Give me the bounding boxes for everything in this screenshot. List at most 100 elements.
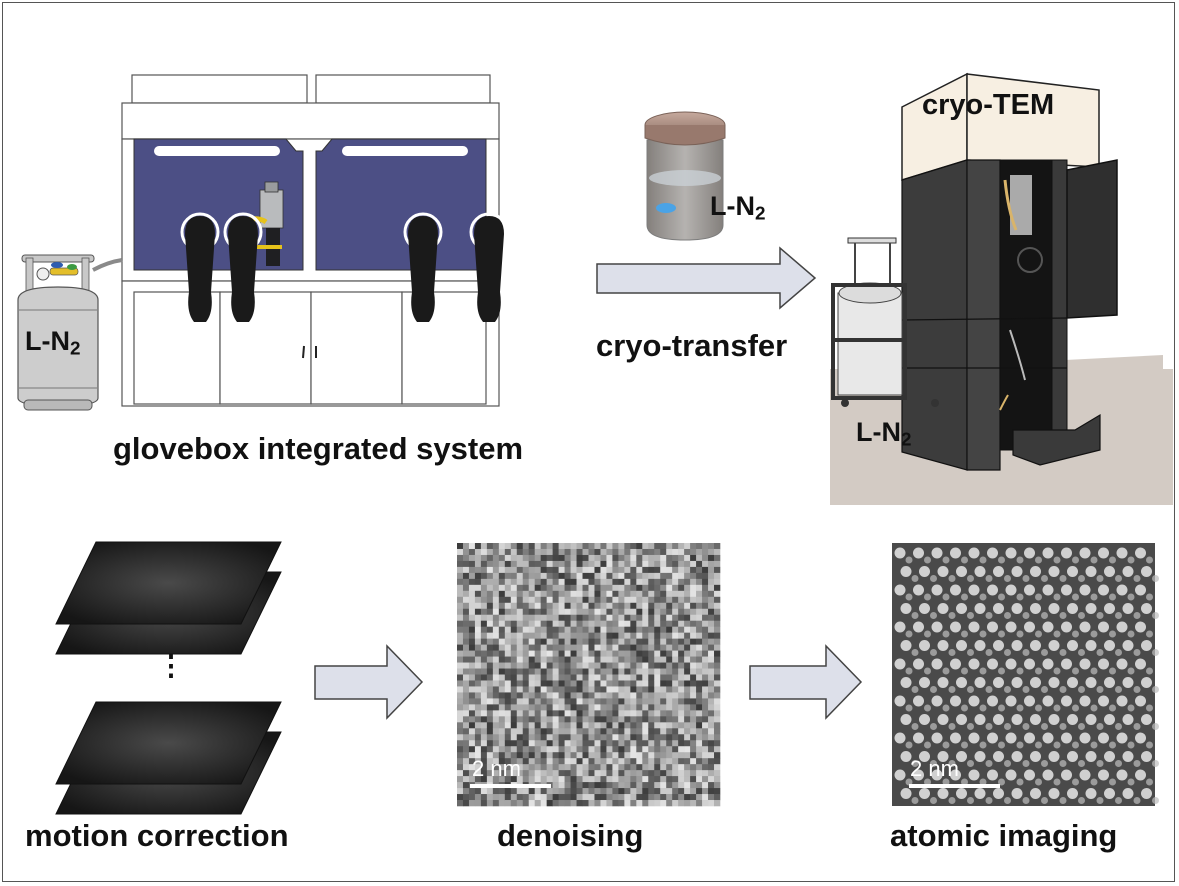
atom-column	[1042, 658, 1054, 670]
atom-column	[1141, 566, 1152, 577]
atom-column	[937, 714, 949, 725]
atom-column	[900, 677, 912, 688]
atom-column	[894, 695, 906, 707]
atom-column	[1030, 566, 1041, 577]
cryo-tem	[830, 72, 1173, 505]
atom-column	[1116, 769, 1128, 781]
cryo-transfer-vessel	[644, 111, 726, 241]
atom-column	[900, 603, 912, 614]
glove-ports	[180, 212, 509, 322]
atom-column	[1061, 732, 1072, 744]
atom-column	[956, 788, 967, 799]
atom-column	[1141, 640, 1152, 651]
atom-column	[1085, 677, 1097, 688]
atom-column	[913, 769, 924, 781]
atom-column	[919, 566, 930, 577]
atom-column	[1030, 603, 1041, 614]
atom-column	[1122, 640, 1134, 651]
glovebox-window-right	[315, 138, 487, 271]
atom-column	[913, 621, 924, 633]
cryo-tem-title: cryo-TEM	[922, 89, 1055, 121]
atom-column	[1030, 714, 1041, 725]
atom-column	[956, 603, 967, 614]
atom-column	[900, 788, 912, 799]
atom-column	[1098, 732, 1109, 744]
denoise-scalebar-label: 2 nm	[472, 756, 521, 781]
atom-column	[950, 658, 961, 670]
vessel-label: L-N2	[710, 191, 766, 225]
atom-column	[1104, 788, 1115, 799]
arrow-cryo-transfer	[596, 246, 817, 310]
atom-column	[931, 547, 943, 559]
atom-column	[894, 584, 906, 596]
atom-column	[993, 640, 1004, 651]
atom-column	[956, 677, 967, 688]
atom-column	[1011, 603, 1023, 614]
atom-column	[1061, 695, 1072, 707]
atom-column	[1005, 621, 1017, 633]
atomic-image	[892, 543, 1159, 806]
atom-column	[950, 621, 961, 633]
glove	[185, 216, 215, 322]
atom-column	[1098, 658, 1109, 670]
atom-column	[937, 788, 949, 799]
atom-column	[1135, 658, 1146, 670]
atom-column	[1098, 695, 1109, 707]
denoising-caption: denoising	[497, 818, 644, 853]
atom-column	[968, 621, 980, 633]
atom-column	[1005, 584, 1017, 596]
atom-column	[1067, 788, 1078, 799]
atom-column	[993, 788, 1004, 799]
atom-column	[1011, 714, 1023, 725]
glovebox-caption: glovebox integrated system	[113, 431, 524, 466]
atom-column	[987, 658, 998, 670]
atom-column	[1061, 584, 1072, 596]
glove	[228, 216, 258, 322]
atom-column	[974, 788, 986, 799]
atom-column	[1067, 751, 1078, 762]
atom-column	[919, 714, 930, 725]
atom-column	[931, 732, 943, 744]
atomic-scalebar-label: 2 nm	[910, 756, 959, 781]
atom-column	[1042, 732, 1054, 744]
atom-column	[900, 751, 912, 762]
atom-column	[919, 603, 930, 614]
atom-column	[1104, 677, 1115, 688]
atom-column	[1085, 566, 1097, 577]
atom-column	[913, 547, 924, 559]
atom-column	[1135, 769, 1146, 781]
atom-column	[1141, 603, 1152, 614]
atom-column	[1067, 677, 1078, 688]
atom-column	[919, 640, 930, 651]
atom-column	[1005, 732, 1017, 744]
arrow-denoise-to-atomic	[749, 644, 863, 720]
atom-column	[1079, 769, 1091, 781]
atom-column	[1141, 714, 1152, 725]
atom-column	[1005, 658, 1017, 670]
atom-column	[1079, 547, 1091, 559]
atom-column	[968, 658, 980, 670]
atom-column	[1116, 695, 1128, 707]
atom-column	[1122, 751, 1134, 762]
atom-column	[913, 695, 924, 707]
atom-column	[1079, 621, 1091, 633]
frame-ellipsis: ⋮	[157, 650, 185, 681]
atom-column	[1104, 603, 1115, 614]
atom-column	[1122, 714, 1134, 725]
atom-column	[900, 714, 912, 725]
arrow-motion-to-denoise	[314, 644, 424, 720]
atom-column	[1085, 751, 1097, 762]
atom-column	[1030, 751, 1041, 762]
atom-column	[937, 640, 949, 651]
atom-column	[950, 695, 961, 707]
atom-column	[931, 658, 943, 670]
atom-column	[1030, 788, 1041, 799]
atom-column	[1141, 751, 1152, 762]
atom-column	[987, 732, 998, 744]
atom-column	[1141, 677, 1152, 688]
atom-column	[1024, 621, 1035, 633]
atom-column	[968, 732, 980, 744]
atom-column	[937, 566, 949, 577]
atom-column	[1116, 547, 1128, 559]
